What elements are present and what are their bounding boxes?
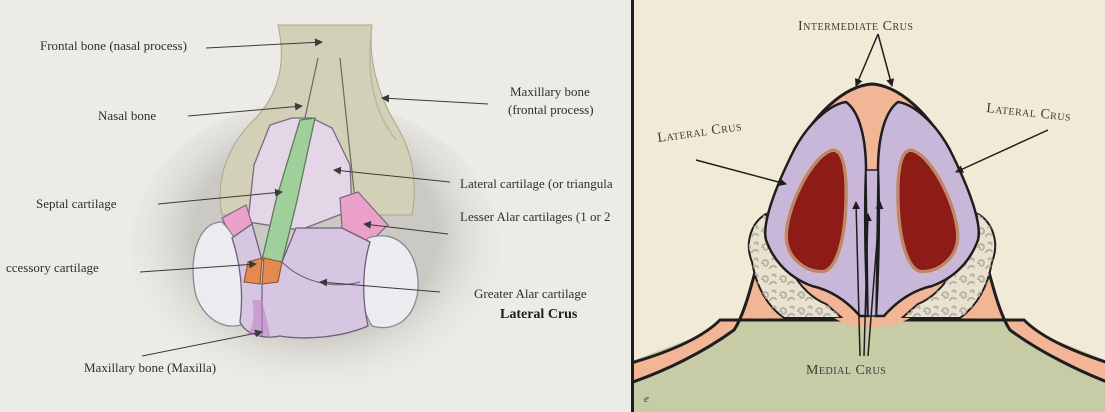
- arrow-intermediate-left: [856, 34, 878, 86]
- label-greater-alar: Greater Alar cartilage: [474, 286, 587, 301]
- leader-maxillary-frontal: [382, 98, 488, 104]
- arrow-intermediate-right: [878, 34, 892, 86]
- label-lateral-crus-left: Lateral Crus: [656, 119, 742, 146]
- label-intermediate-crus: Intermediate Crus: [798, 19, 913, 34]
- label-lateral-cartilage: Lateral cartilage (or triangula: [460, 176, 613, 191]
- label-accessory-cartilage: ccessory cartilage: [6, 260, 99, 275]
- label-corner-letter: e: [644, 393, 649, 405]
- label-maxilla: Maxillary bone (Maxilla): [84, 360, 216, 375]
- label-lateral-crus-right: Lateral Crus: [986, 101, 1072, 125]
- label-lesser-alar: Lesser Alar cartilages (1 or 2: [460, 209, 611, 224]
- basal-view-panel: Intermediate Crus Lateral Crus Lateral C…: [634, 0, 1105, 412]
- label-maxillary-frontal-1: Maxillary bone: [510, 84, 590, 99]
- arrow-lateral-right: [956, 130, 1048, 172]
- label-maxillary-frontal-2: (frontal process): [508, 102, 594, 117]
- basal-view-diagram: Intermediate Crus Lateral Crus Lateral C…: [634, 0, 1105, 412]
- label-lateral-crus: Lateral Crus: [500, 307, 578, 322]
- label-nasal-bone: Nasal bone: [98, 108, 156, 123]
- label-frontal-bone: Frontal bone (nasal process): [40, 38, 187, 53]
- label-medial-crus: Medial Crus: [806, 363, 886, 378]
- nasal-skeleton-panel: Frontal bone (nasal process) Nasal bone …: [0, 0, 631, 412]
- nasal-skeleton-diagram: Frontal bone (nasal process) Nasal bone …: [0, 0, 631, 412]
- arrow-lateral-left: [696, 160, 786, 184]
- label-septal-cartilage: Septal cartilage: [36, 196, 117, 211]
